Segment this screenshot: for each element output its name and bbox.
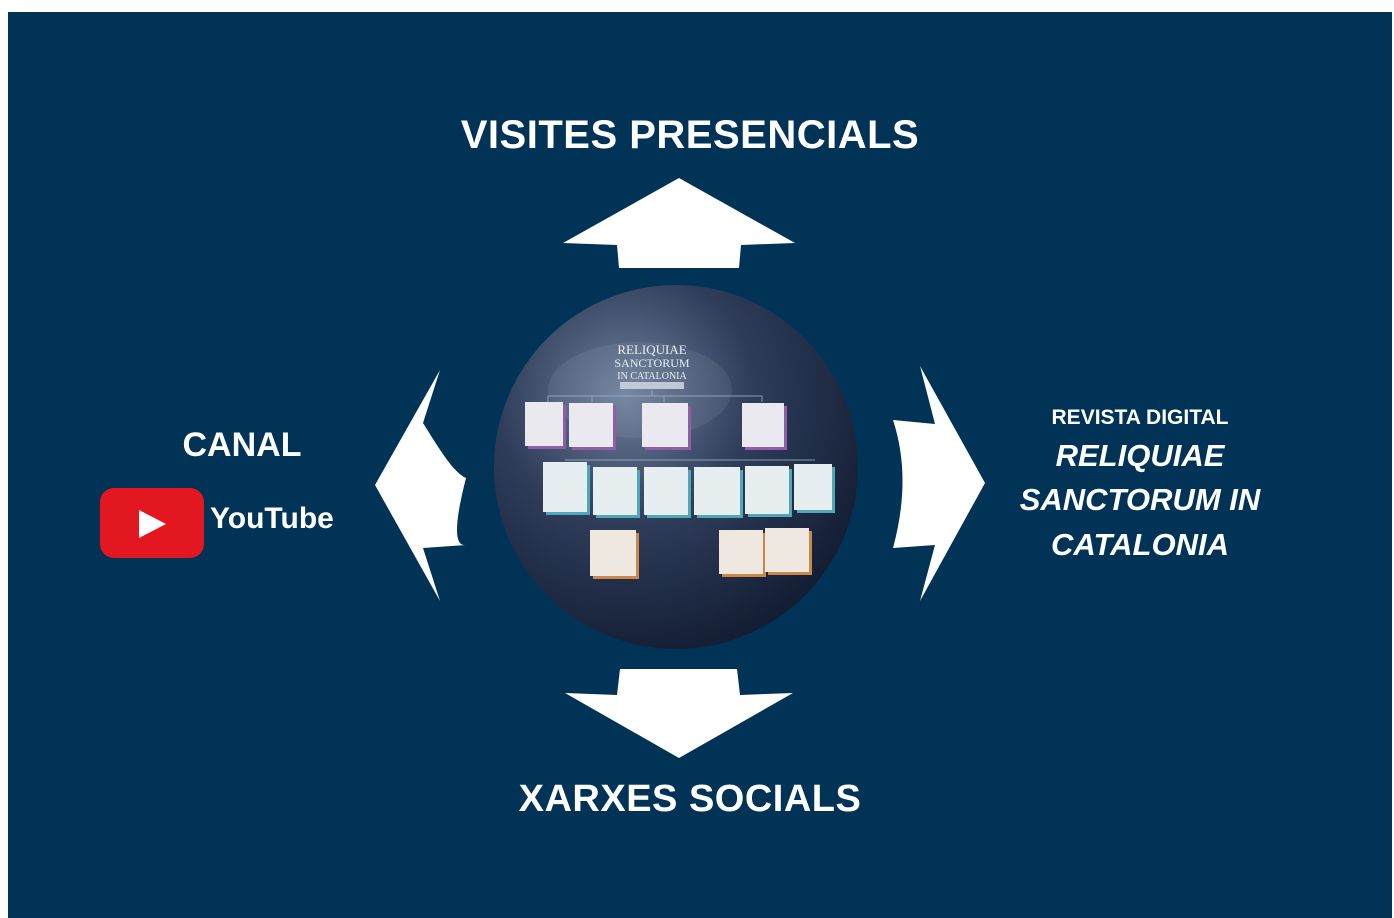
canal-label: CANAL	[182, 426, 302, 464]
revista-digital-label: REVISTA DIGITAL	[1051, 406, 1229, 429]
sphere-header-line-2: SANCTORUM	[614, 356, 689, 370]
revista-title-line-2: SANCTORUM IN	[1019, 482, 1261, 517]
arrow-right	[893, 366, 985, 601]
sphere-header-line-3: IN CATALONIA	[617, 371, 687, 382]
youtube-logo[interactable]	[100, 488, 204, 558]
sphere-header-line-1: RELIQUIAE	[617, 342, 686, 357]
youtube-wordmark[interactable]: YouTube	[210, 502, 334, 535]
title-visites-presencials: VISITES PRESENCIALS	[460, 113, 920, 157]
arrow-down	[565, 669, 793, 758]
sphere-cards-row-1	[525, 402, 787, 450]
sphere-cards-row-3	[590, 528, 812, 579]
arrow-left	[375, 370, 466, 601]
revista-title-line-3: CATALONIA	[1051, 527, 1229, 562]
sphere-tree-connectors	[547, 390, 815, 461]
revista-title-line-1: RELIQUIAE	[1055, 438, 1225, 473]
arrow-up	[563, 178, 795, 268]
sphere-cards-row-2	[543, 462, 835, 518]
title-xarxes-socials: XARXES SOCIALS	[518, 778, 862, 820]
youtube-play-icon	[139, 510, 166, 538]
